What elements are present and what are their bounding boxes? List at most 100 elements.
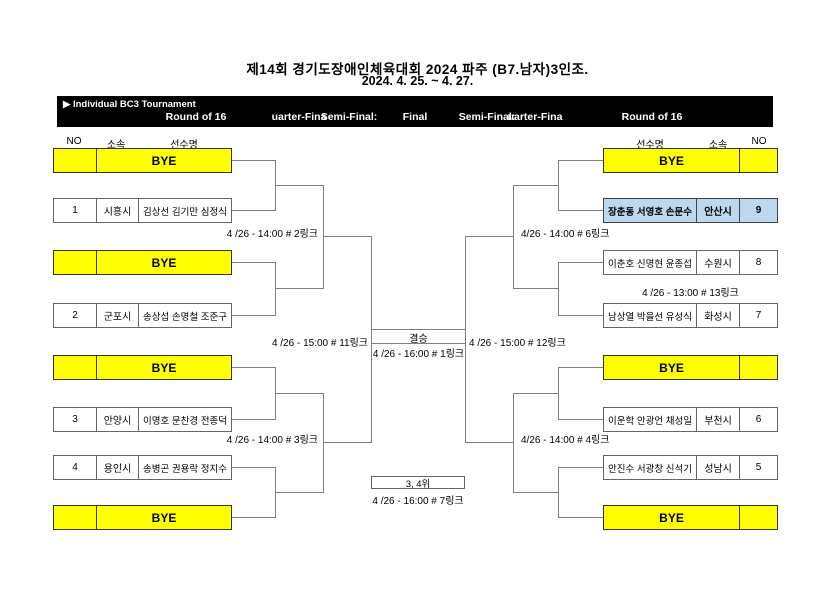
bracket-line <box>513 185 558 186</box>
slot-no: 4 <box>72 462 78 473</box>
bracket-slot: 이춘호 신명현 윤종섭 수원시 8 <box>603 250 778 275</box>
bracket-slot: 1 시흥시 김상선 김기만 심정식 <box>53 198 232 223</box>
bracket-slot: 안진수 서광창 신석기 성남시 5 <box>603 455 778 480</box>
bracket-line <box>558 160 603 161</box>
bye-label: BYE <box>659 153 684 168</box>
bracket-line <box>323 393 324 493</box>
slot-no: 9 <box>739 199 777 222</box>
bracket-line <box>558 419 603 420</box>
match-time-qf-left-top: 4 /26 - 14:00 # 2링크 <box>226 229 318 240</box>
bracket-line <box>323 442 371 443</box>
col-header-players-right: 선수명 <box>636 140 664 151</box>
match-time-sf-left: 4 /26 - 15:00 # 11링크 <box>271 338 368 349</box>
bracket-line <box>275 262 276 316</box>
tournament-label: ▶ Individual BC3 Tournament <box>63 99 196 110</box>
slot-team: 수원시 <box>696 251 739 274</box>
slot-team: 화성시 <box>696 304 739 327</box>
bracket-line <box>558 315 603 316</box>
event-dates: 2024. 4. 25. ~ 4. 27. <box>361 74 474 88</box>
match-time-qf-left-bottom: 4 /26 - 14:00 # 3링크 <box>226 435 318 446</box>
slot-team: 안양시 <box>96 408 138 431</box>
slot-no-empty <box>54 149 96 172</box>
bracket-line <box>323 236 371 237</box>
round-label-left-r16: Round of 16 <box>165 111 227 123</box>
slot-team: 군포시 <box>96 304 138 327</box>
bracket-slot: 3 안양시 이명호 문찬경 전종덕 <box>53 407 232 432</box>
round-label-right-sf: Semi-Final: <box>458 111 516 123</box>
final-line-top <box>371 329 466 330</box>
round-label-left-sf: Semi-Final: <box>320 111 378 123</box>
bracket-line <box>513 288 558 289</box>
bracket-slot-bye: BYE <box>53 355 232 380</box>
col-header-players-left: 선수명 <box>170 140 198 151</box>
slot-no: 3 <box>72 414 78 425</box>
match-time-r16-right: 4 /26 - 13:00 # 13링크 <box>642 288 739 299</box>
bracket-line <box>558 160 559 211</box>
slot-players: 송상섭 손명철 조준구 <box>138 304 231 327</box>
bracket-line <box>232 160 275 161</box>
bracket-slot: 남상열 박을선 유성식 화성시 7 <box>603 303 778 328</box>
bracket-line <box>232 262 275 263</box>
bracket-line <box>275 185 323 186</box>
slot-team: 부천시 <box>696 408 739 431</box>
bracket-line <box>513 393 514 493</box>
slot-players: 이명호 문찬경 전종덕 <box>138 408 231 431</box>
bracket-line <box>232 467 275 468</box>
slot-players: 송병곤 권용락 정지수 <box>138 456 231 479</box>
bye-label: BYE <box>96 149 231 172</box>
bye-label: BYE <box>96 356 231 379</box>
slot-no: 5 <box>739 456 777 479</box>
bracket-line <box>558 210 603 211</box>
col-header-team-right: 소속 <box>708 140 728 151</box>
bracket-line <box>465 442 513 443</box>
slot-players: 이춘호 신명현 윤종섭 <box>608 258 692 270</box>
round-label-right-r16: Round of 16 <box>621 111 683 123</box>
slot-no: 6 <box>739 408 777 431</box>
slot-no-empty <box>54 356 96 379</box>
bracket-line <box>232 315 275 316</box>
slot-no: 2 <box>72 310 78 321</box>
slot-no-empty <box>54 251 96 274</box>
bracket-slot-bye: BYE <box>53 250 232 275</box>
bracket-line <box>558 517 603 518</box>
bye-label: BYE <box>659 510 684 525</box>
slot-players: 장춘동 서영호 손문수 <box>608 206 692 218</box>
bracket-line <box>513 492 558 493</box>
bracket-slot-bye: BYE <box>603 148 778 173</box>
bracket-line <box>558 262 559 316</box>
bracket-line <box>371 236 372 443</box>
header-bar <box>57 96 773 127</box>
bracket-line <box>558 467 603 468</box>
bracket-line <box>275 393 323 394</box>
col-header-no-left: NO <box>66 136 82 147</box>
third-place-time: 4 /26 - 16:00 # 7링크 <box>372 496 464 507</box>
slot-team: 시흥시 <box>96 199 138 222</box>
slot-no-empty <box>739 506 777 529</box>
bracket-slot-highlighted: 장춘동 서영호 손문수 안산시 9 <box>603 198 778 223</box>
bracket-line <box>323 185 324 289</box>
final-time: 4 /26 - 16:00 # 1링크 <box>372 349 465 360</box>
final-line-bottom <box>371 343 466 344</box>
bracket-line <box>275 492 323 493</box>
slot-players: 이운학 안광언 채성일 <box>608 415 692 427</box>
bye-label: BYE <box>659 360 684 375</box>
bracket-line <box>232 517 275 518</box>
round-label-left-qf: uarter-Fina <box>271 111 327 123</box>
bracket-line <box>513 185 514 289</box>
bye-label: BYE <box>96 506 231 529</box>
bracket-line <box>558 367 559 420</box>
bracket-slot-bye: BYE <box>53 505 232 530</box>
match-time-sf-right: 4 /26 - 15:00 # 12링크 <box>469 338 566 349</box>
bracket-line <box>275 288 323 289</box>
match-time-qf-right-top: 4/26 - 14:00 # 6링크 <box>521 229 610 240</box>
bracket-line <box>558 367 603 368</box>
bracket-slot: 2 군포시 송상섭 손명철 조준구 <box>53 303 232 328</box>
bracket-line <box>232 419 275 420</box>
bracket-line <box>232 210 275 211</box>
slot-players: 안진수 서광창 신석기 <box>608 463 692 475</box>
bracket-slot: 4 용인시 송병곤 권용락 정지수 <box>53 455 232 480</box>
bracket-slot-bye: BYE <box>603 505 778 530</box>
col-header-team-left: 소속 <box>106 140 126 151</box>
round-label-right-qf: uarter-Fina <box>507 111 563 123</box>
slot-players: 남상열 박을선 유성식 <box>608 311 692 323</box>
